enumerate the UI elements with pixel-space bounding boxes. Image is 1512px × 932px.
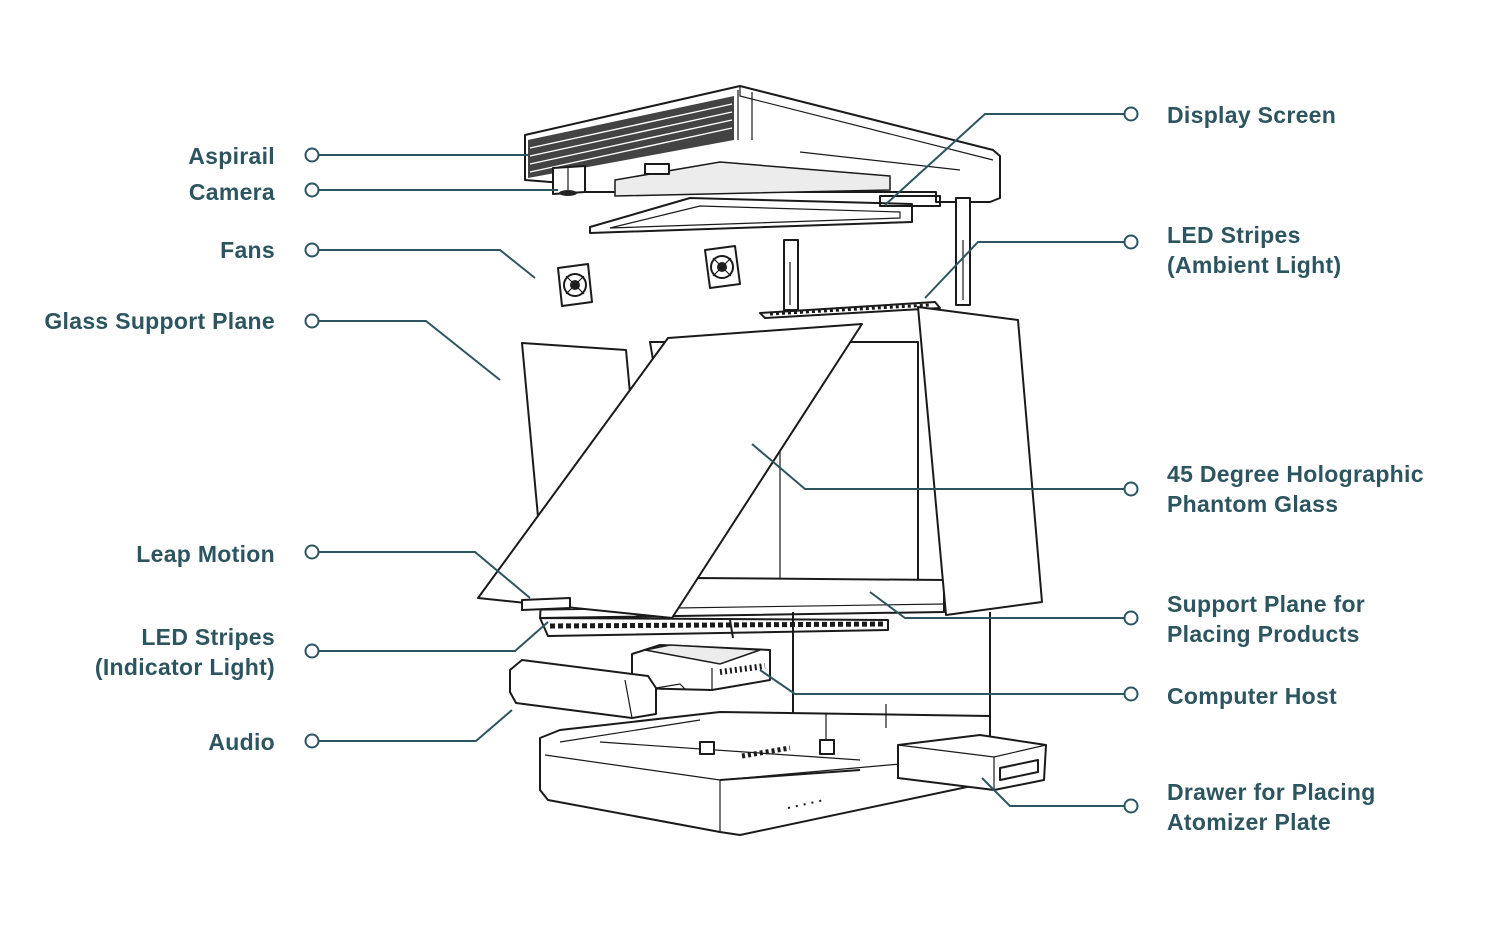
camera-module: [552, 165, 586, 196]
fan-right: [704, 245, 741, 289]
label-leap-motion: Leap Motion: [136, 541, 275, 567]
label-drawer: Drawer for Placing Atomizer Plate: [1167, 779, 1376, 835]
display-screen-panel: [589, 195, 941, 234]
side-panel-right: [917, 306, 1043, 616]
drawer: [897, 734, 1047, 791]
fan-left: [557, 263, 593, 307]
top-housing: [524, 85, 1001, 203]
label-computer-host: Computer Host: [1167, 683, 1338, 709]
device-illustration: [477, 85, 1047, 836]
label-glass-support-plane: Glass Support Plane: [44, 308, 275, 334]
led-strip-ambient: [759, 301, 941, 319]
label-support-plane: Support Plane for Placing Products: [1167, 591, 1366, 647]
label-audio: Audio: [208, 729, 275, 755]
label-holographic-glass: 45 Degree Holographic Phantom Glass: [1167, 461, 1424, 517]
aspirail-vent: [528, 96, 734, 178]
led-strip-indicator: [539, 617, 889, 637]
leap-motion: [521, 597, 571, 611]
label-aspirail: Aspirail: [188, 143, 275, 169]
label-led-stripes-indicator: LED Stripes (Indicator Light): [94, 624, 275, 680]
holographic-glass: [477, 323, 863, 619]
label-camera: Camera: [188, 179, 275, 205]
audio-speaker: [509, 659, 687, 719]
label-led-stripes-ambient: LED Stripes (Ambient Light): [1167, 222, 1342, 278]
label-fans: Fans: [220, 237, 275, 263]
callout-leaders: [304, 106, 1139, 814]
computer-host: [631, 644, 771, 691]
label-display-screen: Display Screen: [1167, 102, 1337, 128]
